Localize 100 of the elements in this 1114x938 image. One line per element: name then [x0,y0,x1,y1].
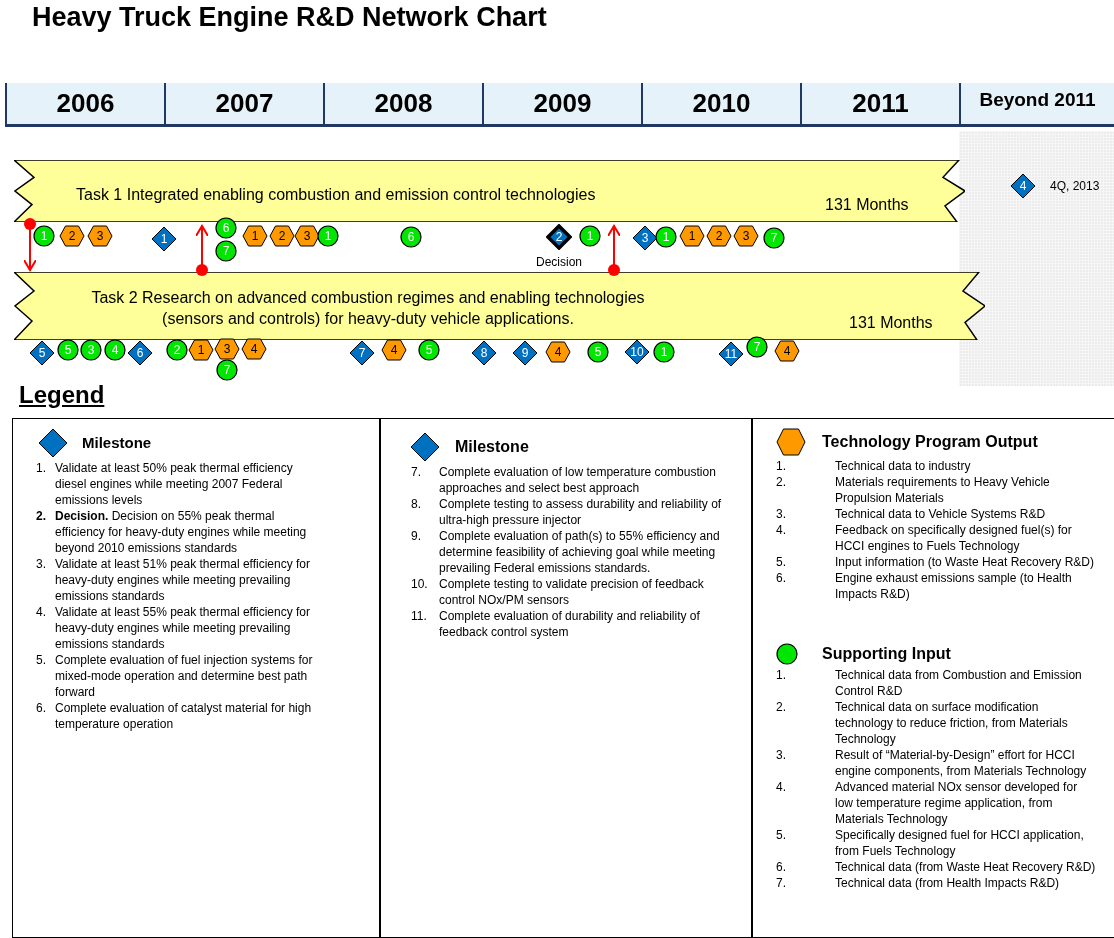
arrow [23,218,37,271]
circle-marker: 7 [746,336,768,358]
legend-heading: Technology Program Output [822,432,1038,452]
marker-caption: 4Q, 2013 [1050,179,1100,193]
circle-marker: 7 [215,240,237,262]
circle-marker: 1 [317,225,339,247]
year-header-cell: 2010 [641,83,800,127]
item-description: Complete testing to assess durability and reliability of ultra-high pressure injector [439,496,723,528]
task-banner [14,272,985,340]
year-header-cell: 2007 [164,83,323,127]
hexagon-marker: 4 [545,341,571,363]
hexagon-marker: 2 [269,225,295,247]
list-number: 6. [776,859,787,875]
item-description: Complete evaluation of path(s) to 55% efficiency and determine feasibility of achieving goal while meeting prevailing Federal emissions standards. [439,528,721,576]
list-number: 5. [36,652,47,669]
circle-marker: 3 [80,339,102,361]
hexagon-marker: 3 [733,225,759,247]
item-description: Materials requirements to Heavy Vehicle Propulsion Materials [835,474,1051,506]
year-header-cell: 2009 [482,83,641,127]
circle-marker: 6 [215,217,237,239]
hexagon-marker: 4 [381,339,407,361]
item-description: Complete evaluation of catalyst material for high temperature operation [55,700,313,732]
diamond-marker: 7 [349,340,375,366]
year-header-cell: 2008 [323,83,482,127]
duration-text: 131 Months [849,314,933,332]
section-heading: Legend [19,381,105,409]
circle-marker: 5 [418,339,440,361]
diamond-marker: 9 [512,340,538,366]
task-title: Task 1 Integrated enabling combustion and emission control technologies [76,185,597,205]
list-number: 8. [411,496,422,513]
list-number: 3. [36,556,47,573]
item-description: Decision. Decision on 55% peak thermal efficiency for heavy-duty engines while meeting beyond 2010 emissions standards [55,508,308,556]
diamond-marker: 8 [471,340,497,366]
circle-marker: 1 [653,341,675,363]
item-description: Complete evaluation of fuel injection systems for mixed-mode operation and determine best path forward [55,652,314,700]
circle-marker: 1 [579,225,601,247]
item-description: Technical data from Combustion and Emission Control R&D [835,667,1083,699]
item-description: Advanced material NOx sensor developed for low temperature regime application, from Materials Technology [835,779,1079,827]
item-description: Technical data (from Waste Heat Recovery R&D) [835,859,1097,875]
year-header-cell: 2011 [800,83,959,127]
item-description: Engine exhaust emissions sample (to Health Impacts R&D) [835,570,1073,602]
item-description: Validate at least 50% peak thermal efficiency diesel engines while meeting 2007 Federal emissions levels [55,460,294,508]
circle-marker: 1 [655,226,677,248]
list-number: 7. [776,875,787,891]
hexagon-marker: 4 [241,338,267,360]
list-number: 7. [411,464,422,481]
year-header-cell: 2006 [5,83,164,127]
task-banner [14,160,965,222]
list-number: 6. [36,700,47,717]
item-description: Feedback on specifically designed fuel(s) for HCCI engines to Fuels Technology [835,522,1073,554]
diamond-marker: 1 [151,226,177,252]
item-description: Validate at least 55% peak thermal efficiency for heavy-duty engines while meeting prevailing emissions standards [55,604,312,652]
list-number: 4. [776,779,787,796]
diamond-marker: 5 [29,340,55,366]
circle-marker: 5 [57,339,79,361]
hexagon-marker: 3 [214,338,240,360]
item-description: Technical data to Vehicle Systems R&D [835,506,1047,522]
circle-marker: 6 [400,226,422,248]
item-description: Validate at least 51% peak thermal efficiency for heavy-duty engines while meeting prevailing emissions standards [55,556,312,604]
item-description: Technical data (from Health Impacts R&D) [835,875,1061,891]
item-description: Specifically designed fuel for HCCI application, from Fuels Technology [835,827,1085,859]
hexagon-marker: 3 [87,225,113,247]
circle-marker: 2 [166,339,188,361]
list-number: 5. [776,827,787,844]
list-number: 6. [776,570,787,587]
diamond-marker: 6 [127,340,153,366]
hexagon-marker: 2 [706,225,732,247]
item-description: Complete evaluation of durability and reliability of feedback control system [439,608,701,640]
list-number: 1. [776,458,787,474]
diamond-marker: 11 [718,341,744,367]
item-description: Complete evaluation of low temperature combustion approaches and select best approach [439,464,717,496]
hexagon-marker: 1 [188,339,214,361]
diamond-marker: 4 [1010,173,1036,199]
circle-marker: 4 [104,339,126,361]
hexagon-marker: 3 [294,225,320,247]
list-number: 2. [776,699,787,716]
hexagon-marker: 1 [679,225,705,247]
list-number: 1. [36,460,47,477]
list-number: 5. [776,554,787,570]
list-number: 4. [36,604,47,621]
list-number: 1. [776,667,787,684]
legend-heading: Milestone [455,437,529,457]
circle-marker: 5 [587,341,609,363]
arrow [607,225,621,276]
item-description: Result of “Material-by-Design” effort for HCCI engine components, from Materials Technology [835,747,1088,779]
list-number: 11. [411,608,428,625]
item-description: Input information (to Waste Heat Recovery R&D) [835,554,1095,570]
hexagon-marker: 1 [242,225,268,247]
list-number: 2. [776,474,787,491]
item-description: Complete testing to validate precision of feedback control NOx/PM sensors [439,576,705,608]
list-number: 4. [776,522,787,539]
legend-heading: Supporting Input [822,644,951,664]
duration-text: 131 Months [825,196,909,214]
task-title: Task 2 Research on advanced combustion regimes and enabling technologies (sensors and controls) for heavy-duty vehicle applications. [90,288,646,329]
diamond-marker: 3 [632,225,658,251]
hexagon-marker: 2 [59,225,85,247]
circle-marker: 7 [763,227,785,249]
item-description: Technical data on surface modification technology to reduce friction, from Materials Technology [835,699,1069,747]
diamond-marker: 2 [546,224,572,250]
chart-title: Heavy Truck Engine R&D Network Chart [32,2,547,33]
